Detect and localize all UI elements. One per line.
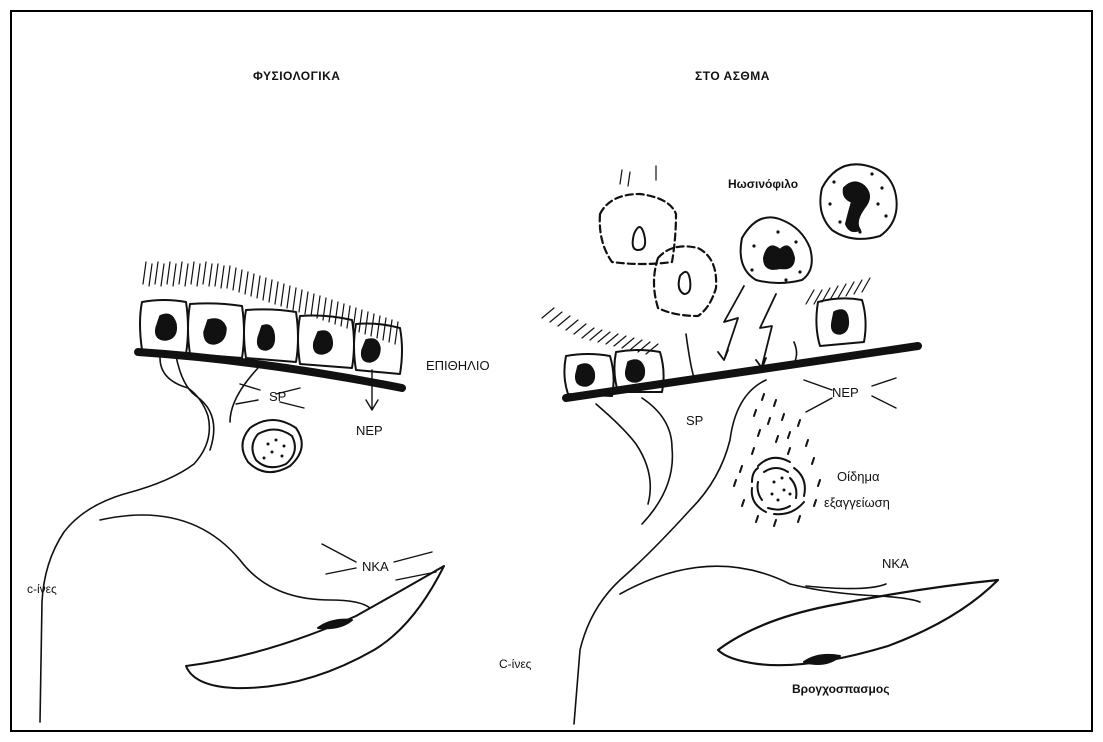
right-basement-membrane [566, 346, 918, 398]
left-vessel-dots [263, 439, 286, 460]
right-vessel-dots [771, 477, 792, 502]
nka-label-right: NKA [882, 557, 909, 570]
sp-label-right: SP [686, 414, 703, 427]
c-fibers-label-left: c-ίνες [27, 583, 57, 595]
left-panel-title: ΦΥΣΙΟΛΟΓΙΚΑ [253, 70, 340, 82]
eosinophil-nuclei [764, 182, 869, 268]
epithelium-label: ΕΠΙΘΗΛΙΟ [426, 359, 490, 372]
right-shed-cells [600, 194, 716, 316]
left-muscle-nucleus [318, 620, 352, 629]
right-muscle-nucleus [804, 655, 840, 664]
right-smooth-muscle [718, 580, 998, 665]
nep-label-left: NEP [356, 424, 383, 437]
right-epithelial-cells [564, 298, 865, 396]
edema-dashes [734, 394, 820, 526]
left-nep-arrow [366, 370, 378, 410]
nep-label-right: NEP [832, 386, 859, 399]
right-shed-cell-nuclei [633, 227, 691, 294]
lightning-bolts [718, 286, 776, 368]
right-panel-title: ΣΤΟ ΑΣΘΜΑ [695, 70, 770, 82]
c-fibers-label-right: C-ίνες [499, 658, 531, 670]
bronchospasm-label: Βρογχοσπασμος [792, 683, 889, 695]
nka-label-left: NKA [362, 560, 389, 573]
left-sensory-nerve [40, 356, 370, 722]
edema-label-line2: εξαγγείωση [824, 496, 890, 509]
right-blood-vessel [752, 458, 805, 514]
left-smooth-muscle [186, 566, 444, 688]
left-blood-vessel [242, 420, 301, 472]
edema-label-line1: Οίδημα [837, 470, 879, 483]
eosinophil-label: Ηωσινόφιλο [728, 178, 798, 190]
sp-label-left: SP [269, 390, 286, 403]
